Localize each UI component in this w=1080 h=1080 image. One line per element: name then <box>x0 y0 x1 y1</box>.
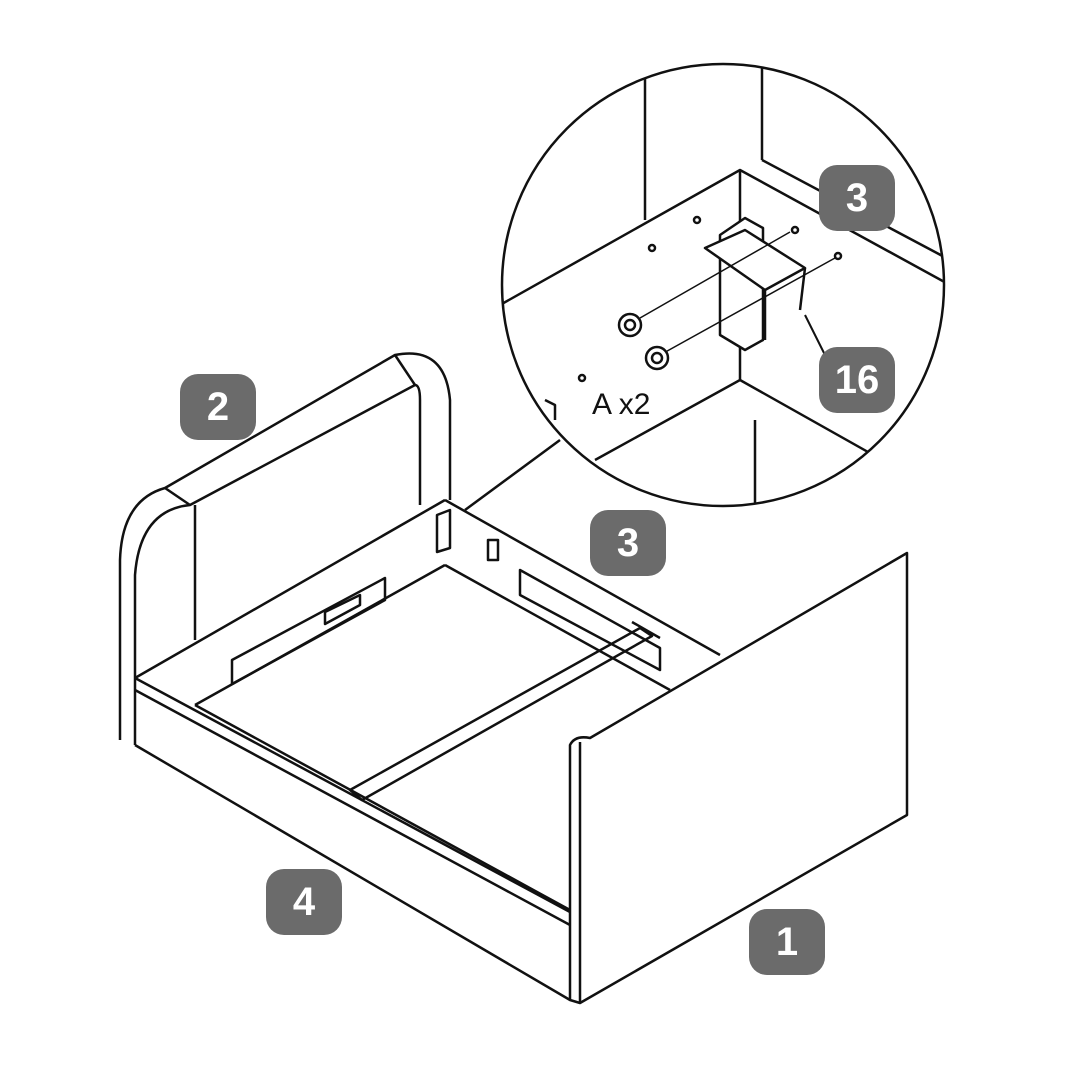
footboard <box>568 551 909 1005</box>
part-label-rail-detail: 3 <box>819 165 895 231</box>
detail-callout <box>464 62 946 512</box>
part-label-footboard: 1 <box>749 909 825 975</box>
part-label-bracket: 16 <box>819 347 895 413</box>
center-slat <box>348 620 661 802</box>
back-rail <box>435 498 721 692</box>
part-label-side-rail: 4 <box>266 869 342 935</box>
part-label-back-rail: 3 <box>590 510 666 576</box>
hardware-quantity: A x2 <box>592 388 651 421</box>
side-rail <box>134 676 571 1002</box>
part-label-headboard: 2 <box>180 374 256 440</box>
headboard <box>118 352 452 745</box>
